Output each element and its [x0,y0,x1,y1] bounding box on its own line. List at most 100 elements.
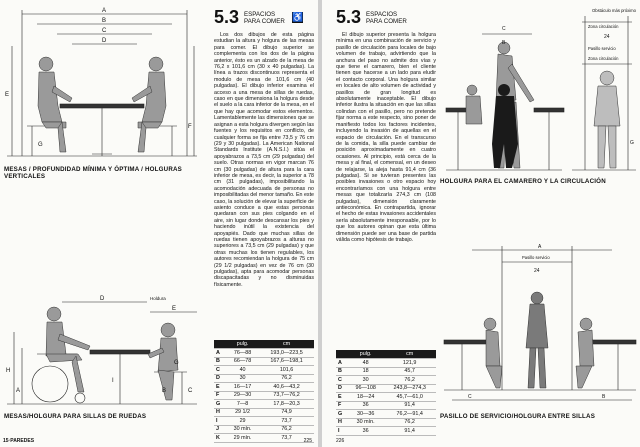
caption-service-aisle: PASILLO DE SERVICIO/HOLGURA ENTRE SILLAS [440,413,596,420]
table-cell-cm: 243,8—274,3 [383,384,436,393]
table-cell-inches: 18 [348,367,384,376]
fig-label-d: D [102,38,107,44]
page-number: 226 [336,438,345,444]
fig3-label-obstacle: Obstáculo más próximo [592,8,637,13]
table-key: C [336,375,348,385]
table-key: D [336,384,348,393]
fig3-label-c: C [502,26,506,32]
fig-label-b: B [102,18,106,24]
section-title: ESPACIOS PARA COMER [244,11,285,25]
table-cell-cm: 101,6 [259,365,314,375]
fig-label-c: C [102,28,107,34]
table-cell-cm: 91,4 [383,426,436,436]
table-key: I [214,416,226,426]
table-header: cm [383,350,436,359]
fig4-label-b: B [602,394,606,400]
table-key: E [336,392,348,402]
figure-waiter-circulation: Obstáculo más próximo Zona circulación 2… [445,8,637,171]
table-header [214,340,226,349]
wheelchair-icon: ♿ [292,12,304,23]
table-header: pulg. [348,350,384,359]
fig3-label-circulation: Zona circulación [588,24,619,29]
fig-label-g: G [38,142,43,148]
table-cell-inches: 30 [348,375,384,385]
table-cell-inches: 30 [226,374,260,383]
caption-table-depth: MESAS / PROFUNDIDAD MÍNIMA Y ÓPTIMA / HO… [4,166,182,180]
section-number: 5.3 [214,7,240,27]
fig2-label-e: E [172,306,176,312]
fig4-label-c: C [468,394,472,400]
table-cell-cm: 17,8—20,3 [259,399,314,409]
table-cell-inches: 7—8 [226,399,260,409]
table-cell-cm: 167,6—198,1 [259,357,314,366]
table-header: pulg. [226,340,260,349]
page-number: 225 [303,438,312,444]
figure-service-aisle: Pasillo servicio 24 A C B [443,244,637,401]
caption-waiter: HOLGURA PARA EL CAMARERO Y LA CIRCULACIÓ… [440,178,606,185]
section-title: ESPACIOS PARA COMER [366,11,407,25]
table-cell-inches: 66—78 [226,357,260,366]
table-key: H [214,408,226,417]
table-cell-inches: 18—24 [348,392,384,402]
section-number: 5.3 [336,7,362,27]
figure-wheelchair-clearance: D Holdura E I G H A B C [6,296,197,405]
table-cell-inches: 29 [226,416,260,426]
fig2-label-i: I [112,378,114,384]
table-cell-cm: 91,4 [383,401,436,410]
fig2-label-d: D [100,296,105,302]
paragraph: Los dos dibujos de esta página estudian … [214,32,314,288]
table-cell-inches: 29 1/2 [226,408,260,417]
table-key: A [214,348,226,358]
table-header-row: pulg. cm [336,350,436,359]
table-cell-inches: 36 [348,426,384,436]
table-key: D [214,374,226,383]
section-title-line-1: ESPACIOS [366,11,398,18]
body-text: Los dos dibujos de esta página estudian … [214,32,314,334]
table-cell-cm: 76,2 [259,425,314,434]
table-cell-cm: 73,7—76,2 [259,391,314,400]
fig3-label-g: G [630,140,634,146]
fig2-label-h: H [6,368,10,374]
fig2-label-a: A [16,388,20,394]
table-key: F [336,401,348,410]
table-cell-inches: 30 mín. [348,418,384,427]
table-cell-inches: 16—17 [226,382,260,392]
fig4-label-a: A [538,244,542,250]
section-title-line-1: ESPACIOS [244,11,276,18]
table-key: I [336,426,348,436]
fig3-label-b: B [502,40,506,46]
table-cell-inches: 36 [348,401,384,410]
table-cell-cm: 121,9 [383,358,436,368]
table-cell-cm: 40,6—43,2 [259,382,314,392]
table-cell-cm: 76,2 [259,374,314,383]
table-cell-cm: 73,7 [259,416,314,426]
table-key: J [214,425,226,434]
section-title-line-2: PARA COMER [244,18,285,25]
fig4-label-24: 24 [534,268,540,274]
table-cell-inches: 96—108 [348,384,384,393]
figure-table-depth-clearances: A B C D E F G [5,8,197,157]
fig2-label-b: B [162,388,166,394]
table-key: G [336,409,348,419]
table-cell-inches: 48 [348,358,384,368]
fig4-label-service-aisle: Pasillo servicio [522,255,550,260]
fig-label-a: A [102,8,106,14]
page-gutter [318,0,322,447]
table-cell-cm: 193,0—223,5 [259,348,314,358]
